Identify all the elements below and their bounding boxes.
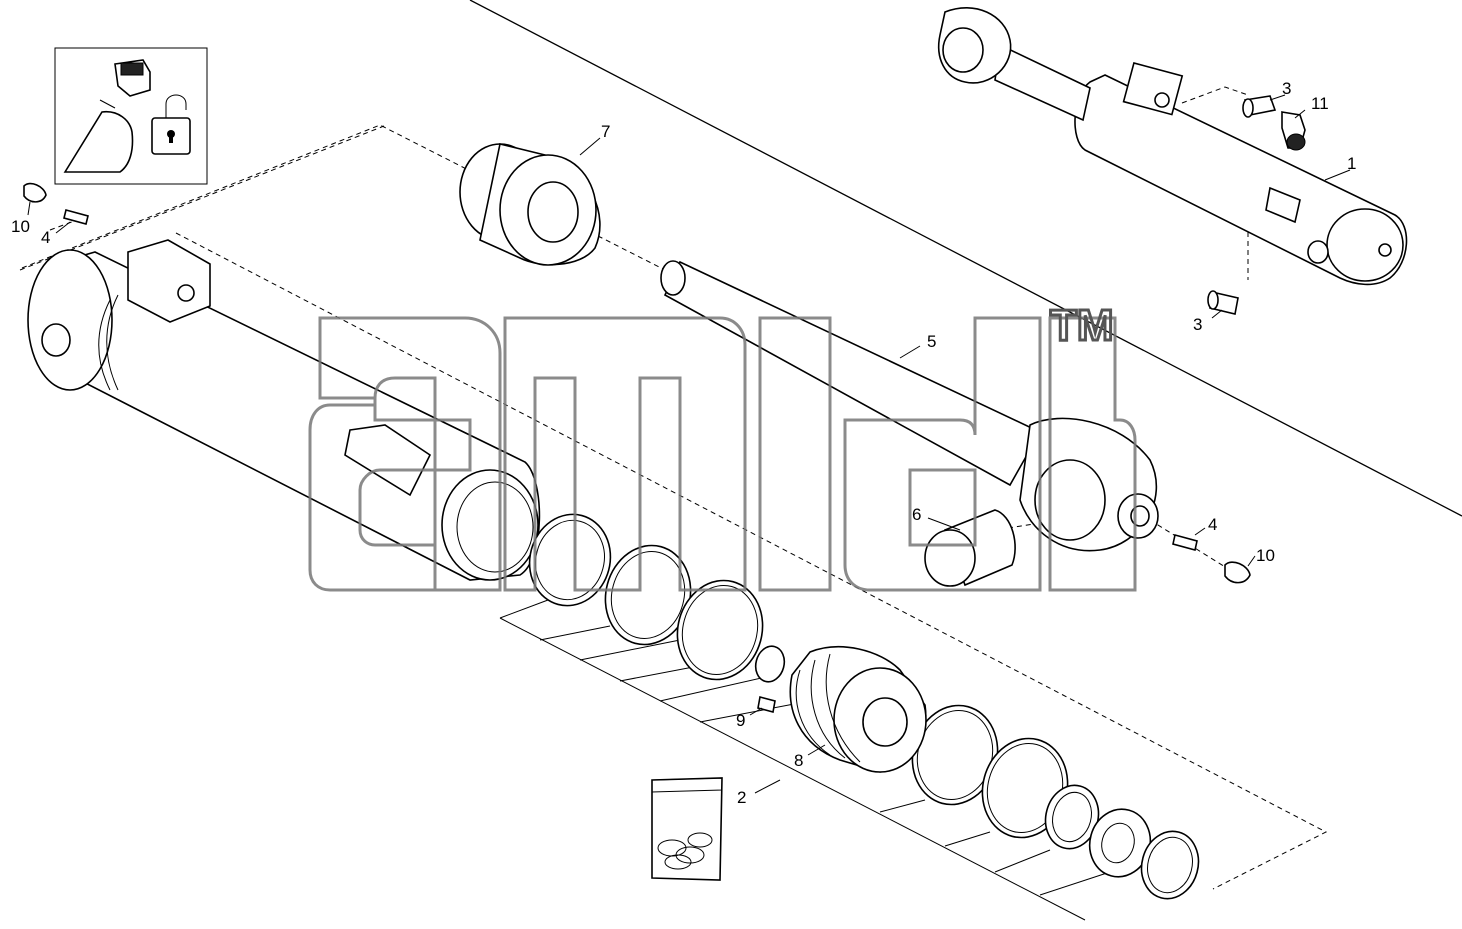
part-10-cap-right	[1224, 561, 1251, 584]
part-11-elbow-fitting	[1281, 111, 1306, 151]
callout-9: 9	[736, 711, 745, 730]
callout-6: 6	[912, 505, 921, 524]
part-1-cylinder-assembly	[938, 7, 1408, 286]
part-10-cap	[23, 182, 47, 203]
callout-2: 2	[737, 788, 746, 807]
callout-8: 8	[794, 751, 803, 770]
callout-1: 1	[1347, 154, 1356, 173]
main-cylinder-barrel	[27, 239, 541, 581]
callout-3-bottom: 3	[1193, 315, 1202, 334]
callout-4-left: 4	[41, 228, 50, 247]
part-3-fitting-lower	[1207, 290, 1239, 315]
part-4-grease-nipple	[63, 209, 89, 225]
callout-7: 7	[601, 122, 610, 141]
guide-line	[1181, 86, 1249, 104]
rocker-switch-icon	[114, 59, 151, 97]
separator-line	[469, 0, 1462, 517]
callout-10-left: 10	[11, 217, 30, 236]
part-8-piston	[789, 646, 927, 773]
callout-4-right: 4	[1208, 515, 1217, 534]
part-9-pin	[757, 696, 776, 713]
guide-line	[19, 125, 385, 271]
part-7-gland-nut	[459, 143, 601, 266]
callout-3-top: 3	[1282, 79, 1291, 98]
callout-5: 5	[927, 332, 936, 351]
inset-box	[54, 47, 208, 185]
watermark-logo: TM	[308, 300, 1137, 592]
key-fob-icon	[63, 99, 134, 173]
kit-bag-icon	[651, 777, 723, 881]
guide-line	[175, 232, 1328, 890]
padlock-open-icon	[151, 94, 191, 155]
trademark-mark: TM	[1050, 301, 1114, 350]
part-3-fitting	[1242, 95, 1277, 118]
part-4-grease-nipple-right	[1172, 534, 1198, 551]
callout-10-right: 10	[1256, 546, 1275, 565]
seal-rings	[528, 513, 1200, 900]
part-6-bushing	[924, 509, 1016, 587]
leader-lines	[27, 94, 1351, 794]
callout-11: 11	[1311, 94, 1329, 113]
